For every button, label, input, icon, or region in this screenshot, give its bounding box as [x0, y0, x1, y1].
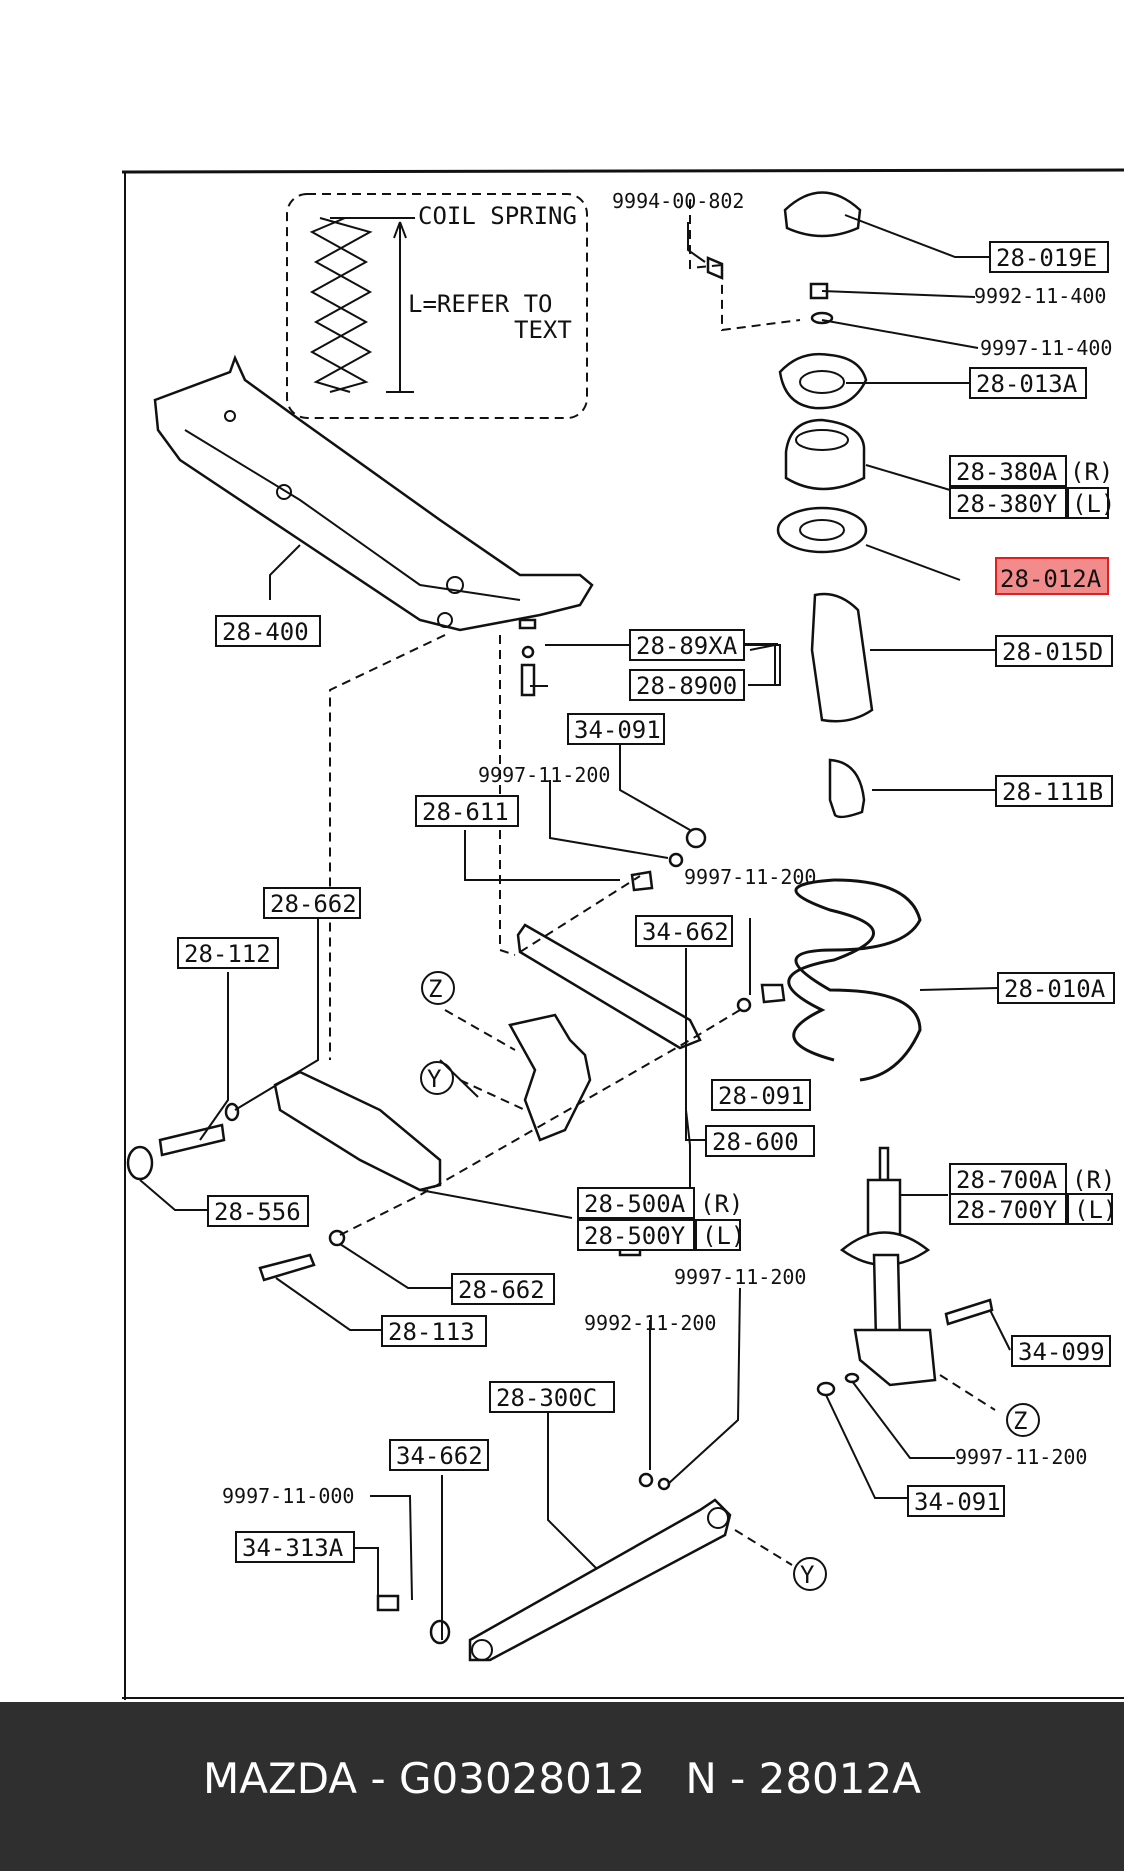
svg-text:28-700Y: 28-700Y — [956, 1196, 1058, 1224]
svg-text:28-8900: 28-8900 — [636, 672, 737, 700]
code-9994-00-802: 9994-00-802 — [612, 189, 744, 213]
callout-28-300c[interactable]: 28-300C — [489, 1381, 615, 1413]
svg-text:28-113: 28-113 — [388, 1318, 475, 1346]
code-9997-11-200-c: 9997-11-200 — [674, 1265, 806, 1289]
callout-28-8900[interactable]: 28-8900 — [629, 669, 745, 701]
svg-text:28-015D: 28-015D — [1002, 638, 1103, 666]
callout-28-662-bottom[interactable]: 28-662 — [451, 1273, 555, 1305]
assembly-dashed-lines — [329, 200, 996, 1566]
svg-text:28-010A: 28-010A — [1004, 975, 1106, 1003]
callout-labels: 28-019E 28-013A 28-380A (R) 28-380Y (L) … — [177, 241, 1117, 1563]
svg-text:28-500A: 28-500A — [584, 1190, 686, 1218]
callout-28-700a-side: (R) — [1072, 1166, 1115, 1194]
marker-z-top: Z — [428, 975, 442, 1003]
callout-28-556[interactable]: 28-556 — [207, 1195, 309, 1227]
callout-28-111b[interactable]: 28-111B — [995, 775, 1113, 807]
code-9992-11-200: 9992-11-200 — [584, 1311, 716, 1335]
svg-text:28-611: 28-611 — [422, 798, 509, 826]
part-caption: MAZDA - G03028012 N - 28012A — [203, 1754, 921, 1803]
svg-text:28-091: 28-091 — [718, 1082, 805, 1110]
svg-text:34-091: 34-091 — [574, 716, 661, 744]
code-9997-11-400: 9997-11-400 — [980, 336, 1112, 360]
svg-text:28-012A: 28-012A — [1000, 565, 1102, 593]
callout-28-500y-side: (L) — [702, 1222, 745, 1250]
callout-28-400[interactable]: 28-400 — [215, 615, 321, 647]
callout-28-380y[interactable]: 28-380Y (L) — [949, 487, 1115, 519]
svg-text:28-662: 28-662 — [458, 1276, 545, 1304]
callout-28-015d[interactable]: 28-015D — [995, 635, 1113, 667]
callout-34-091-right[interactable]: 34-091 — [907, 1485, 1005, 1517]
reference-markers: Z Y Z Y — [420, 971, 1040, 1591]
coil-spring-inset: COIL SPRING L=REFER TO TEXT — [286, 193, 588, 419]
svg-text:28-662: 28-662 — [270, 890, 357, 918]
parts-diagram: COIL SPRING L=REFER TO TEXT — [121, 168, 1124, 1700]
svg-text:28-380Y: 28-380Y — [956, 490, 1058, 518]
callout-28-700y-side: (L) — [1074, 1196, 1117, 1224]
callout-28-019e[interactable]: 28-019E — [989, 241, 1109, 273]
svg-text:34-662: 34-662 — [396, 1442, 483, 1470]
svg-text:28-500Y: 28-500Y — [584, 1222, 686, 1250]
callout-28-013a[interactable]: 28-013A — [969, 367, 1087, 399]
svg-text:28-013A: 28-013A — [976, 370, 1078, 398]
callout-34-099[interactable]: 34-099 — [1011, 1335, 1111, 1367]
inset-length-note: L=REFER TO — [408, 290, 553, 318]
callout-28-010a[interactable]: 28-010A — [997, 972, 1115, 1004]
callout-28-89xa[interactable]: 28-89XA — [629, 629, 745, 661]
callout-28-112[interactable]: 28-112 — [177, 937, 279, 969]
callout-28-700a[interactable]: 28-700A (R) — [949, 1163, 1115, 1195]
code-9997-11-200-d: 9997-11-200 — [955, 1445, 1087, 1469]
inset-length-note-cont: TEXT — [514, 316, 572, 344]
callout-28-662-top[interactable]: 28-662 — [263, 887, 361, 919]
svg-text:28-700A: 28-700A — [956, 1166, 1058, 1194]
code-9997-11-000: 9997-11-000 — [222, 1484, 354, 1508]
svg-text:34-099: 34-099 — [1018, 1338, 1105, 1366]
svg-text:34-313A: 34-313A — [242, 1534, 344, 1562]
callout-28-380a[interactable]: 28-380A (R) — [949, 455, 1113, 487]
callout-34-091-left[interactable]: 34-091 — [567, 713, 665, 745]
callout-28-012a-highlighted[interactable]: 28-012A — [995, 557, 1109, 595]
callout-28-500y[interactable]: 28-500Y (L) — [577, 1219, 745, 1251]
caption-bar: MAZDA - G03028012 N - 28012A — [0, 1702, 1124, 1871]
svg-text:28-89XA: 28-89XA — [636, 632, 738, 660]
callout-28-380a-side: (R) — [1070, 458, 1113, 486]
callout-28-700y[interactable]: 28-700Y (L) — [949, 1193, 1117, 1225]
inset-coil-spring-label: COIL SPRING — [418, 202, 577, 230]
svg-text:34-091: 34-091 — [914, 1488, 1001, 1516]
diagram-frame — [121, 168, 1124, 1700]
callout-34-662-top[interactable]: 34-662 — [635, 915, 733, 947]
callout-28-500a[interactable]: 28-500A (R) — [577, 1187, 743, 1219]
callout-28-113[interactable]: 28-113 — [381, 1315, 487, 1347]
svg-text:28-556: 28-556 — [214, 1198, 301, 1226]
callout-34-313a[interactable]: 34-313A — [235, 1531, 355, 1563]
marker-y-bottom: Y — [800, 1561, 815, 1589]
svg-text:28-400: 28-400 — [222, 618, 309, 646]
svg-text:28-111B: 28-111B — [1002, 778, 1103, 806]
leader-lines — [139, 214, 1011, 1640]
callout-28-600[interactable]: 28-600 — [705, 1125, 815, 1157]
svg-text:34-662: 34-662 — [642, 918, 729, 946]
part-codes: 9994-00-802 9992-11-400 9997-11-400 9997… — [222, 189, 1112, 1508]
svg-text:28-112: 28-112 — [184, 940, 271, 968]
callout-28-500a-side: (R) — [700, 1190, 743, 1218]
code-9997-11-200-a: 9997-11-200 — [478, 763, 610, 787]
crossmember-part — [153, 354, 594, 632]
callout-34-662-bottom[interactable]: 34-662 — [389, 1439, 489, 1471]
marker-z-bottom: Z — [1013, 1407, 1027, 1435]
trailing-arm-part — [376, 1472, 732, 1662]
callout-28-091[interactable]: 28-091 — [711, 1079, 811, 1111]
svg-text:28-600: 28-600 — [712, 1128, 799, 1156]
strut-top-parts — [706, 191, 994, 1397]
callout-28-380y-side: (L) — [1072, 490, 1115, 518]
marker-y-top: Y — [427, 1065, 442, 1093]
code-9992-11-400: 9992-11-400 — [974, 284, 1106, 308]
callout-28-611[interactable]: 28-611 — [415, 795, 519, 827]
svg-text:28-300C: 28-300C — [496, 1384, 597, 1412]
svg-text:28-019E: 28-019E — [996, 244, 1097, 272]
svg-text:28-380A: 28-380A — [956, 458, 1058, 486]
code-9997-11-200-b: 9997-11-200 — [684, 865, 816, 889]
